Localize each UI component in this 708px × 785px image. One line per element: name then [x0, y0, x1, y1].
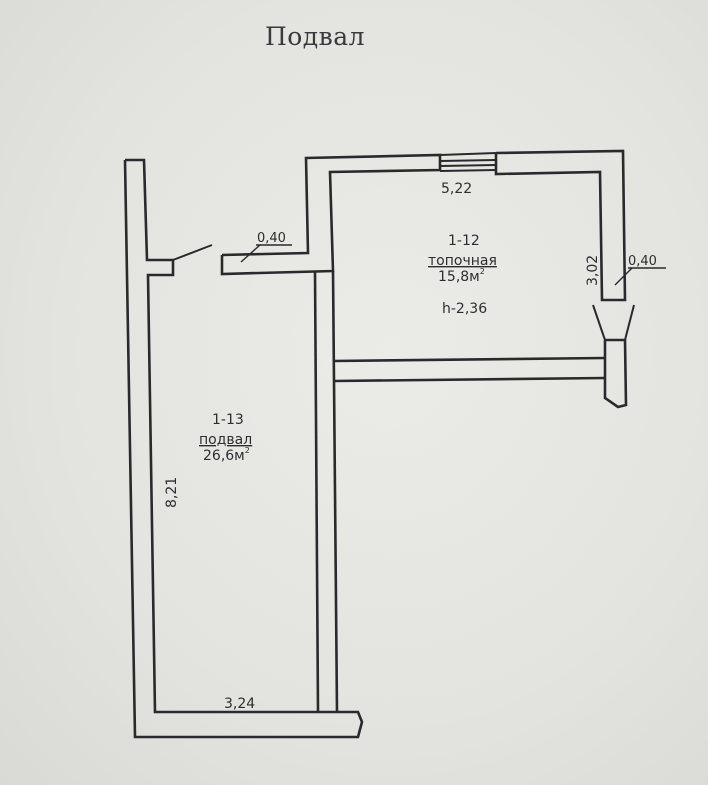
- dimension-leader-left: [240, 244, 292, 263]
- window: [439, 152, 497, 172]
- room-basement: 1-13 подвал 26,6м2: [199, 412, 252, 464]
- dim-partition-thickness: 0,40: [257, 231, 286, 246]
- room-area: 26,6м2: [203, 446, 250, 464]
- room-boiler: 1-12 топочная 15,8м2 h-2,36: [428, 233, 497, 317]
- dim-right-wall-thickness: 0,40: [628, 254, 657, 269]
- room-name: топочная: [428, 253, 497, 269]
- boiler-room-bottom-wall: [332, 356, 606, 383]
- dim-top-width: 5,22: [441, 181, 472, 197]
- left-outer-wall: [123, 158, 364, 739]
- dim-right-height: 3,02: [585, 255, 601, 286]
- boiler-room-walls: [220, 149, 627, 302]
- room-area: 15,8м2: [438, 267, 485, 285]
- room-height: h-2,36: [442, 301, 487, 317]
- dim-bottom-width: 3,24: [224, 696, 255, 712]
- dim-left-height: 8,21: [164, 477, 180, 508]
- room-number: 1-12: [448, 233, 480, 249]
- room-name: подвал: [199, 432, 252, 448]
- room-number: 1-13: [212, 412, 244, 428]
- door-swing-line: [172, 244, 213, 261]
- plan-title: Подвал: [264, 22, 366, 51]
- interior-partition-wall: [313, 270, 339, 713]
- right-pier: [592, 304, 635, 409]
- dimension-leader-right: [614, 267, 666, 286]
